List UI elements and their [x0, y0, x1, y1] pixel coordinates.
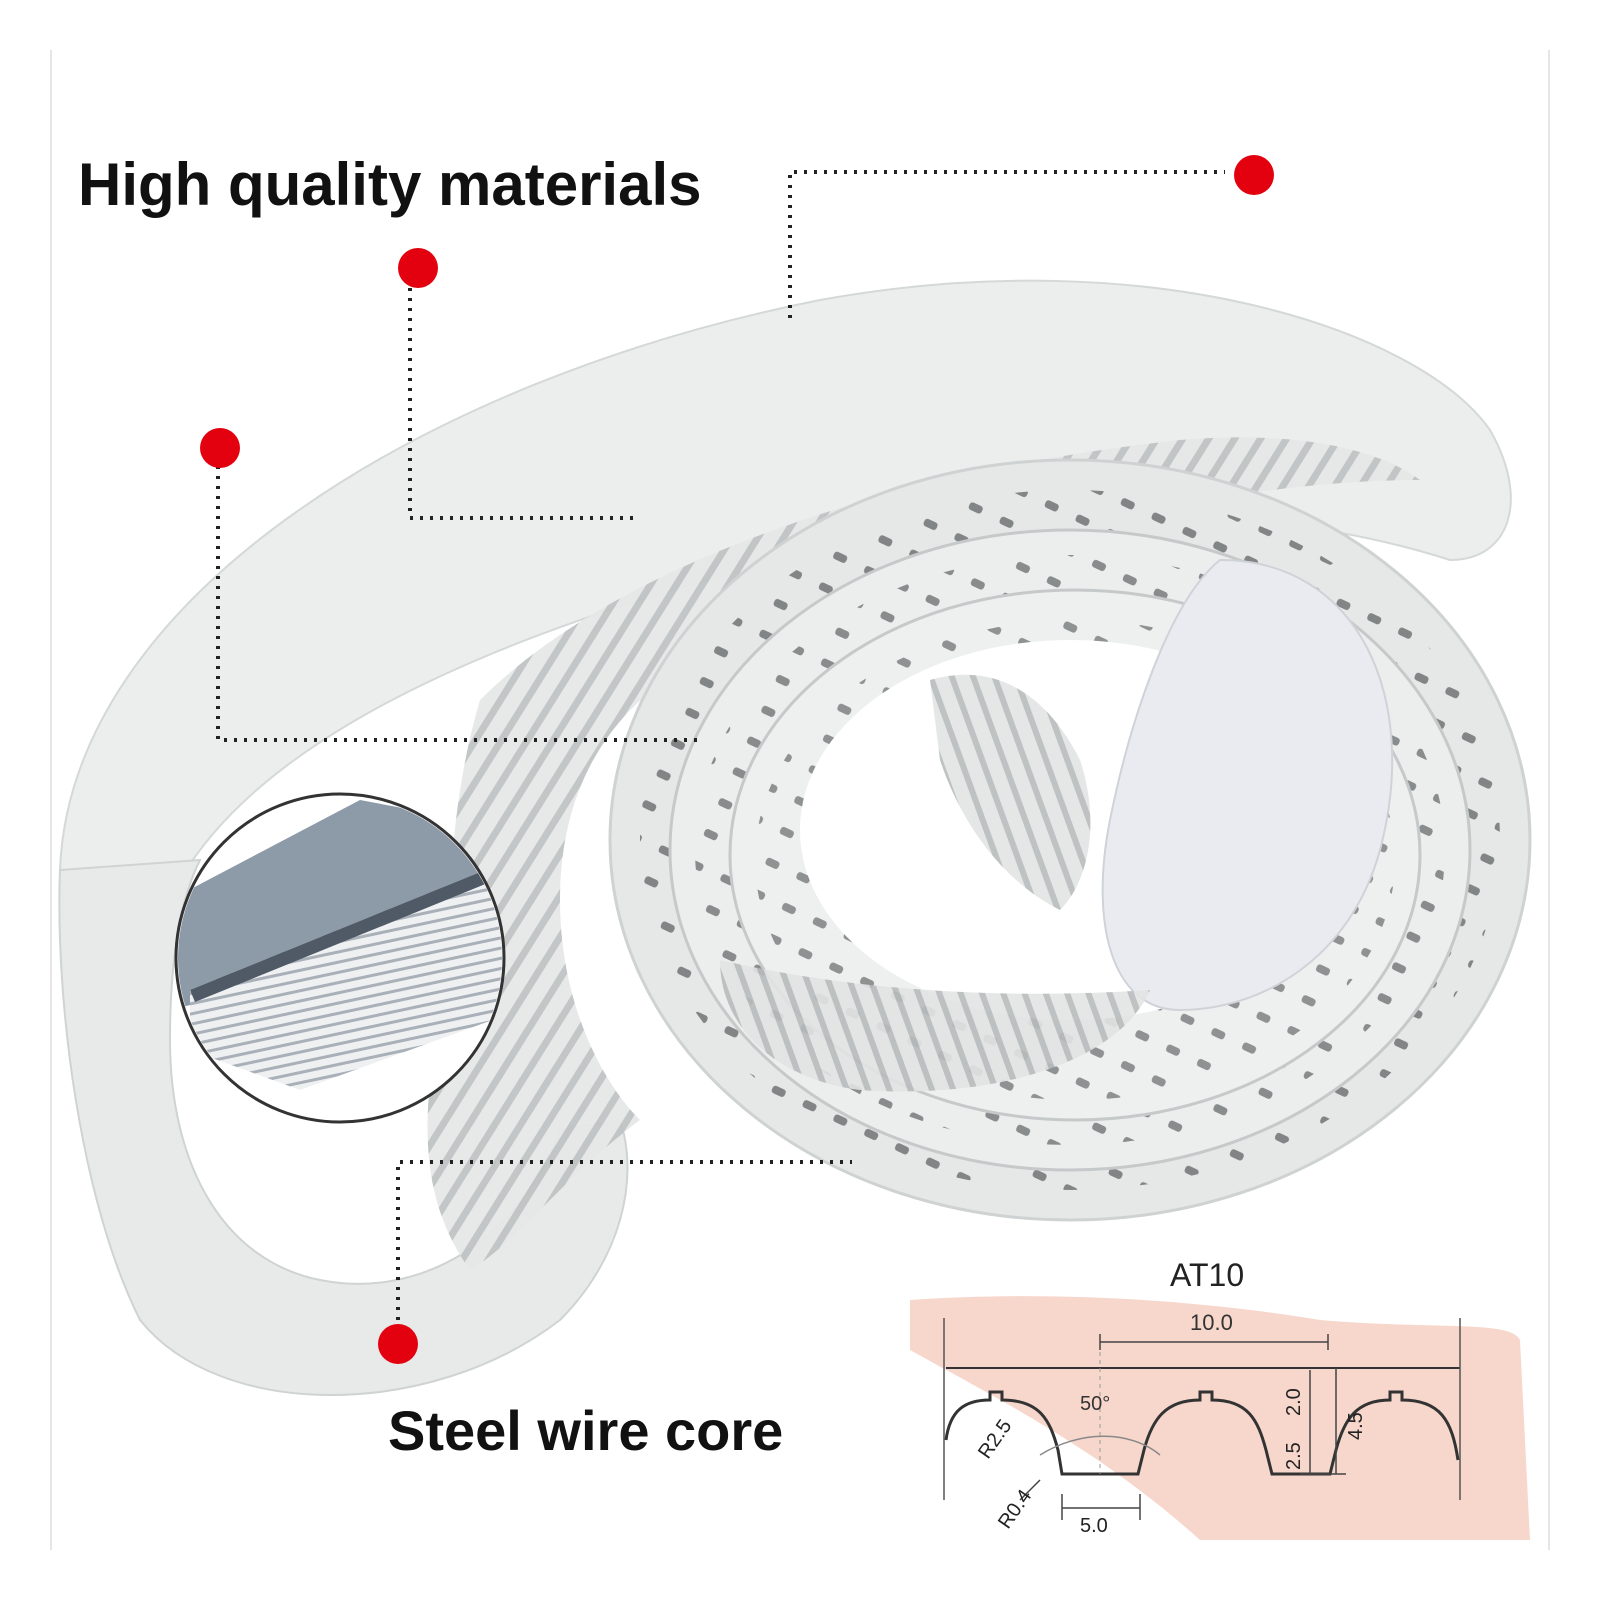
- frame-edge-left: [50, 50, 52, 1550]
- profile-dim-total: 4.5: [1345, 1412, 1367, 1440]
- profile-angle: 50°: [1080, 1393, 1110, 1415]
- profile-dim-tooth: 2.5: [1283, 1442, 1305, 1470]
- profile-background: [910, 1296, 1530, 1540]
- tooth-profile-line: [944, 1390, 1460, 1476]
- belt-inner-band: [1101, 558, 1394, 1012]
- profile-dim-top: 2.0: [1283, 1388, 1305, 1416]
- at10-profile-diagram: [910, 1296, 1530, 1540]
- headline-top: High quality materials: [78, 151, 702, 218]
- belt-bottom-ribs: [720, 960, 1150, 1092]
- callout-lines: [216, 170, 1225, 1340]
- profile-pitch: 10.0: [1190, 1310, 1233, 1335]
- profile-radius-top: R2.5: [974, 1416, 1016, 1463]
- profile-title: AT10: [1170, 1257, 1244, 1293]
- callout-dot-1: [1234, 155, 1274, 195]
- callout-dot-3: [200, 428, 240, 468]
- belt-outer-band: [58, 279, 1512, 882]
- profile-radius-bottom: R0.4: [994, 1486, 1036, 1533]
- profile-tooth-width: 5.0: [1080, 1515, 1108, 1537]
- belt-lower-left: [58, 858, 629, 1396]
- belt-inner-ribs: [930, 674, 1091, 910]
- headline-bottom: Steel wire core: [388, 1399, 784, 1462]
- callout-dots: [200, 155, 1274, 1364]
- callout-dot-4: [378, 1324, 418, 1364]
- callout-dot-2: [398, 248, 438, 288]
- frame-edge-right: [1548, 50, 1550, 1550]
